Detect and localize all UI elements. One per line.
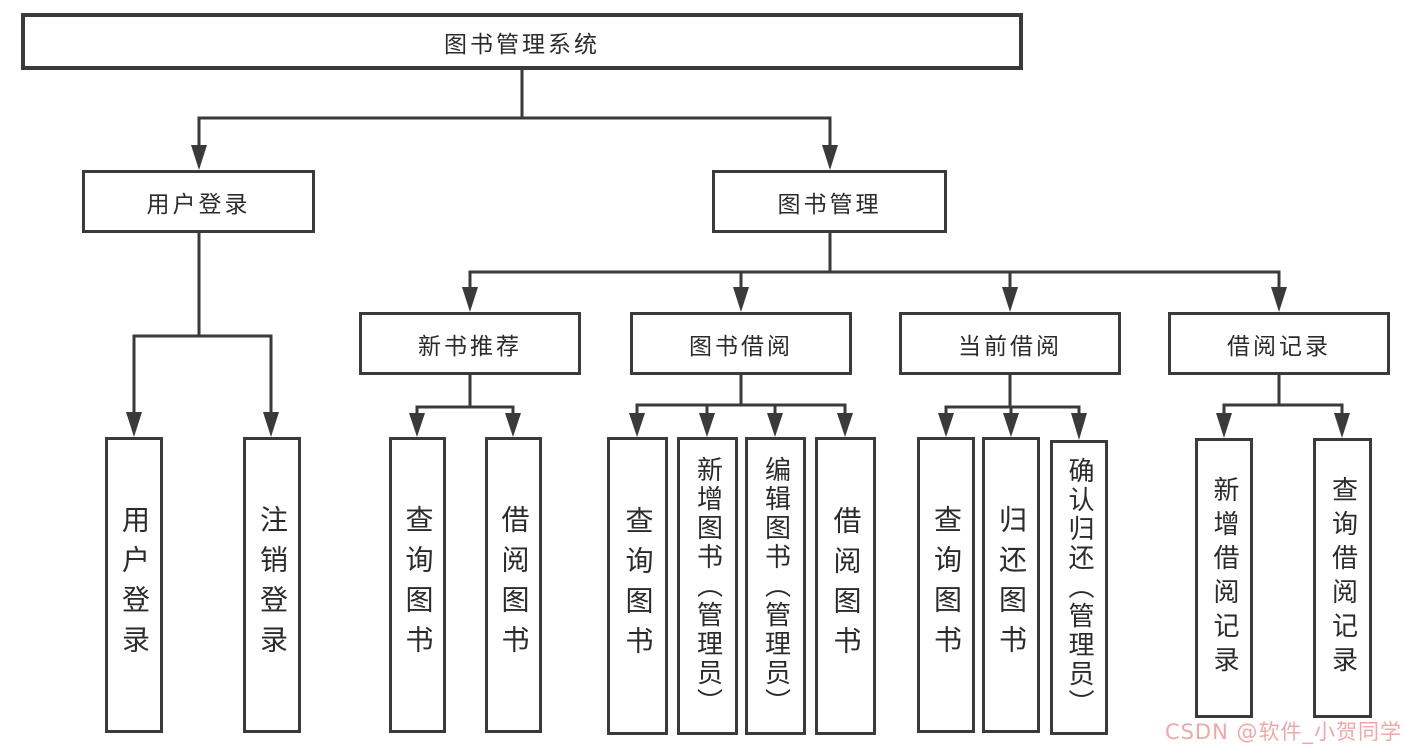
node-current-borrowing: 当前借阅 <box>899 312 1121 375</box>
connector-line <box>468 231 1281 274</box>
arrow-down-icon <box>1334 413 1350 438</box>
arrow-down-icon <box>837 413 853 437</box>
arrow-down-icon <box>1271 287 1287 312</box>
connector-new-book-children <box>409 373 521 437</box>
connector-current-borrowing-children <box>938 373 1087 440</box>
leaf-label: 确认归还（管理员） <box>1064 457 1094 718</box>
arrow-down-icon <box>462 287 478 312</box>
connector-line <box>468 270 1281 289</box>
connector-book-mgmt-to-level3 <box>462 231 1287 312</box>
leaf-bb-borrow-books: 借阅图书 <box>815 437 876 735</box>
connector-line <box>1222 403 1344 415</box>
leaf-label: 查询图书 <box>401 505 435 665</box>
watermark-csdn: CSDN @软件_小贺同学 <box>1164 720 1402 744</box>
arrow-down-icon <box>1003 413 1019 437</box>
connector-line <box>635 373 847 407</box>
connector-line <box>415 405 515 415</box>
node-new-book-recommend: 新书推荐 <box>359 312 581 375</box>
leaf-label: 借阅图书 <box>829 506 863 666</box>
leaf-label: 查询图书 <box>621 506 655 666</box>
arrow-down-icon <box>191 145 207 170</box>
arrow-down-icon <box>822 145 838 170</box>
leaf-br-query-record: 查询借阅记录 <box>1313 438 1372 718</box>
leaf-bb-edit-books-admin: 编辑图书（管理员） <box>745 437 806 735</box>
leaf-bb-query-books: 查询图书 <box>607 437 668 735</box>
node-book-borrowing: 图书借阅 <box>630 312 852 375</box>
leaf-nb-query-books: 查询图书 <box>389 437 446 733</box>
connector-line <box>197 68 832 120</box>
connector-line <box>944 405 1081 415</box>
connector-book-borrowing-children <box>629 373 853 437</box>
connector-borrowing-records-children <box>1216 373 1350 438</box>
arrow-down-icon <box>733 287 749 312</box>
arrow-down-icon <box>1071 413 1087 440</box>
connector-line <box>415 373 515 409</box>
connector-user-login-children <box>126 231 279 437</box>
connector-line <box>132 334 273 414</box>
node-borrowing-records: 借阅记录 <box>1168 312 1390 375</box>
connector-line <box>635 403 847 415</box>
leaf-label: 查询借阅记录 <box>1327 476 1358 680</box>
leaf-bb-add-books-admin: 新增图书（管理员） <box>677 437 738 735</box>
connector-root-to-level2 <box>191 68 838 170</box>
arrow-down-icon <box>767 413 783 437</box>
leaf-cb-query-books: 查询图书 <box>917 437 975 733</box>
connector-line <box>1222 373 1344 407</box>
leaf-label: 用户登录 <box>118 505 151 665</box>
leaf-nb-borrow-books: 借阅图书 <box>485 437 542 733</box>
arrow-down-icon <box>629 413 645 437</box>
leaf-label: 注销登录 <box>256 505 289 665</box>
arrow-down-icon <box>126 412 142 437</box>
arrow-down-icon <box>699 413 715 437</box>
connector-line <box>132 231 273 338</box>
leaf-cb-return-books: 归还图书 <box>982 437 1040 733</box>
node-library-system: 图书管理系统 <box>21 13 1023 70</box>
leaf-br-add-record: 新增借阅记录 <box>1195 438 1253 718</box>
connector-line <box>944 373 1081 409</box>
arrow-down-icon <box>505 413 521 437</box>
arrow-down-icon <box>1002 287 1018 312</box>
arrow-down-icon <box>938 413 954 437</box>
leaf-logout-login: 注销登录 <box>243 437 301 733</box>
leaf-label: 新增图书（管理员） <box>692 455 723 717</box>
leaf-cb-confirm-return-admin: 确认归还（管理员） <box>1050 440 1108 735</box>
leaf-label: 借阅图书 <box>497 505 531 665</box>
node-user-login: 用户登录 <box>82 170 315 233</box>
leaf-label: 查询图书 <box>930 505 963 665</box>
arrow-down-icon <box>409 413 425 437</box>
arrow-down-icon <box>263 412 279 437</box>
leaf-label: 编辑图书（管理员） <box>760 455 791 717</box>
leaf-label: 归还图书 <box>995 505 1028 665</box>
arrow-down-icon <box>1216 413 1232 438</box>
leaf-label: 新增借阅记录 <box>1209 476 1239 680</box>
leaf-user-login: 用户登录 <box>105 437 163 733</box>
node-book-management: 图书管理 <box>712 170 947 233</box>
